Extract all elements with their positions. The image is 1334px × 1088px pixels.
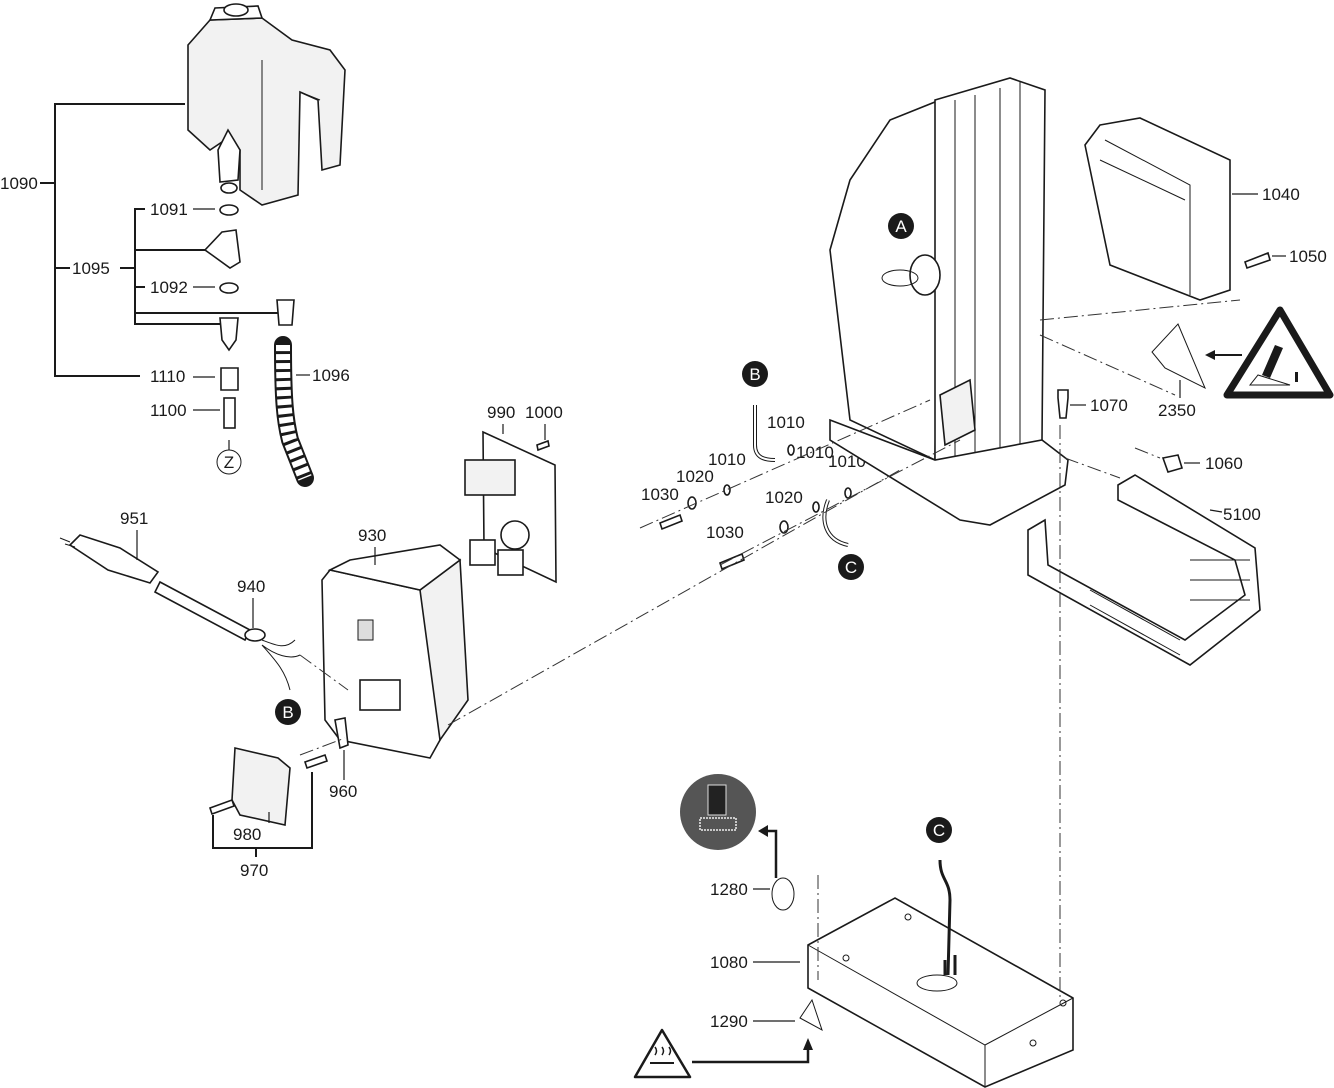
guard-5100 <box>1027 474 1261 666</box>
tilt-warning-icon <box>1223 306 1334 399</box>
label-2350 <box>1151 323 1206 390</box>
nozzle <box>219 317 239 352</box>
base-plate-1080 <box>807 897 1074 1088</box>
label-1290 <box>799 998 823 1032</box>
part-label: 930 <box>358 526 386 545</box>
connector-c-bubble <box>926 817 952 843</box>
part-label: 1080 <box>710 953 748 972</box>
part-label: 1010 <box>708 450 746 469</box>
part-label: 980 <box>233 825 261 844</box>
bracket-1095 <box>134 208 220 325</box>
clip-960 <box>334 717 349 750</box>
connector-b-bubble <box>742 361 768 387</box>
part-label: 1092 <box>150 278 188 297</box>
part-label: 1110 <box>150 367 185 386</box>
part-label: 1096 <box>312 366 350 385</box>
part-label: 1060 <box>1205 454 1243 473</box>
power-cord <box>59 534 301 691</box>
svg-text:B: B <box>282 703 293 722</box>
valve-body <box>203 229 241 269</box>
hose-coupling <box>276 299 295 326</box>
bracket-1090 <box>54 103 185 377</box>
instruction-disc-icon <box>680 774 756 850</box>
svg-text:C: C <box>933 821 945 840</box>
part-label: 1020 <box>765 488 803 507</box>
reference-label: Z <box>224 453 234 472</box>
svg-text:B: B <box>749 365 760 384</box>
part-label: 940 <box>237 577 265 596</box>
part-label: 960 <box>329 782 357 801</box>
part-label: 1280 <box>710 880 748 899</box>
part-label: 1091 <box>150 200 188 219</box>
o-ring-1091 <box>219 204 239 216</box>
tube-1100 <box>223 397 236 429</box>
svg-text:A: A <box>895 217 907 236</box>
screw-1050 <box>1244 251 1271 270</box>
part-label: 1070 <box>1090 396 1128 415</box>
connector-b-bubble <box>275 699 301 725</box>
arrow-icon <box>692 1050 810 1064</box>
water-tank-1090 <box>187 3 346 206</box>
part-label: 1010 <box>767 413 805 432</box>
part-label: 5100 <box>1223 505 1261 524</box>
reference-circle-z <box>216 449 242 475</box>
cable-c <box>822 499 849 547</box>
arrow-icon <box>768 829 778 878</box>
part-label: 990 <box>487 403 515 422</box>
assembly-lines <box>299 299 1241 1000</box>
part-label: 970 <box>240 861 268 880</box>
part-label: 2350 <box>1158 401 1196 420</box>
screw-1070 <box>1057 389 1069 419</box>
svg-text:C: C <box>845 558 857 577</box>
connector-a-bubble <box>888 213 914 239</box>
part-label: 1000 <box>525 403 563 422</box>
screw-1000 <box>536 439 550 452</box>
connector-c-bubble <box>838 554 864 580</box>
part-label: 1090 <box>0 174 38 193</box>
part-label: 951 <box>120 509 148 528</box>
drill-stand-column <box>829 77 1069 526</box>
cable-c-base <box>938 859 957 976</box>
part-label: 1050 <box>1289 247 1327 266</box>
part-label: 1010 <box>796 443 834 462</box>
hot-surface-warning-icon <box>633 1028 692 1079</box>
label-1280 <box>771 877 795 911</box>
screw <box>208 798 236 816</box>
cover-1040 <box>1084 117 1231 301</box>
switch-cover-980 <box>231 747 291 826</box>
screw <box>303 753 329 770</box>
part-label: 1030 <box>706 523 744 542</box>
screw-1060 <box>1161 454 1184 473</box>
o-ring-1092 <box>219 282 239 294</box>
nut-1110 <box>220 367 239 391</box>
part-label: 1040 <box>1262 185 1300 204</box>
part-label: 1100 <box>150 401 187 420</box>
part-label: 1030 <box>641 485 679 504</box>
bracket-970 <box>212 772 313 849</box>
circuit-board-990 <box>464 430 557 584</box>
switch-housing-930 <box>321 544 469 759</box>
part-label: 1290 <box>710 1012 748 1031</box>
part-label: 1020 <box>676 467 714 486</box>
part-label: 1095 <box>72 259 110 278</box>
